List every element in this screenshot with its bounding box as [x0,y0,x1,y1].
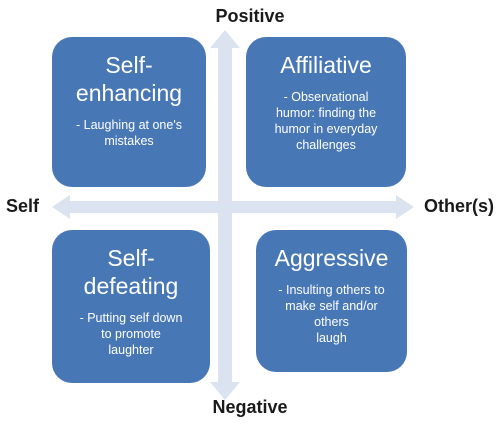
horizontal-axis-arrow [52,195,414,219]
quadrant-title: Self- defeating [83,245,179,299]
quadrant-description: - Insulting others to make self and/or o… [278,283,385,345]
quadrant-self-enhancing: Self- enhancing - Laughing at one's mist… [52,37,206,187]
quadrant-affiliative: Affiliative - Observational humor: findi… [246,37,406,187]
quadrant-self-defeating: Self- defeating - Putting self down to p… [52,230,210,383]
axis-label-positive: Positive [215,6,285,26]
axis-label-others: Other(s) [423,196,494,216]
quadrant-title: Affiliative [280,52,372,78]
vertical-axis-arrow [210,30,240,400]
quadrant-title: Aggressive [274,245,389,271]
quadrant-description: - Observational humor: finding the humor… [274,90,378,152]
quadrant-description: - Laughing at one's mistakes [76,118,182,148]
quadrant-title: Self- enhancing [75,52,183,106]
axis-label-self: Self [6,196,40,216]
quadrant-description: - Putting self down to promote laughter [79,311,183,357]
axis-label-negative: Negative [212,397,288,417]
quadrant-aggressive: Aggressive - Insulting others to make se… [256,230,407,372]
